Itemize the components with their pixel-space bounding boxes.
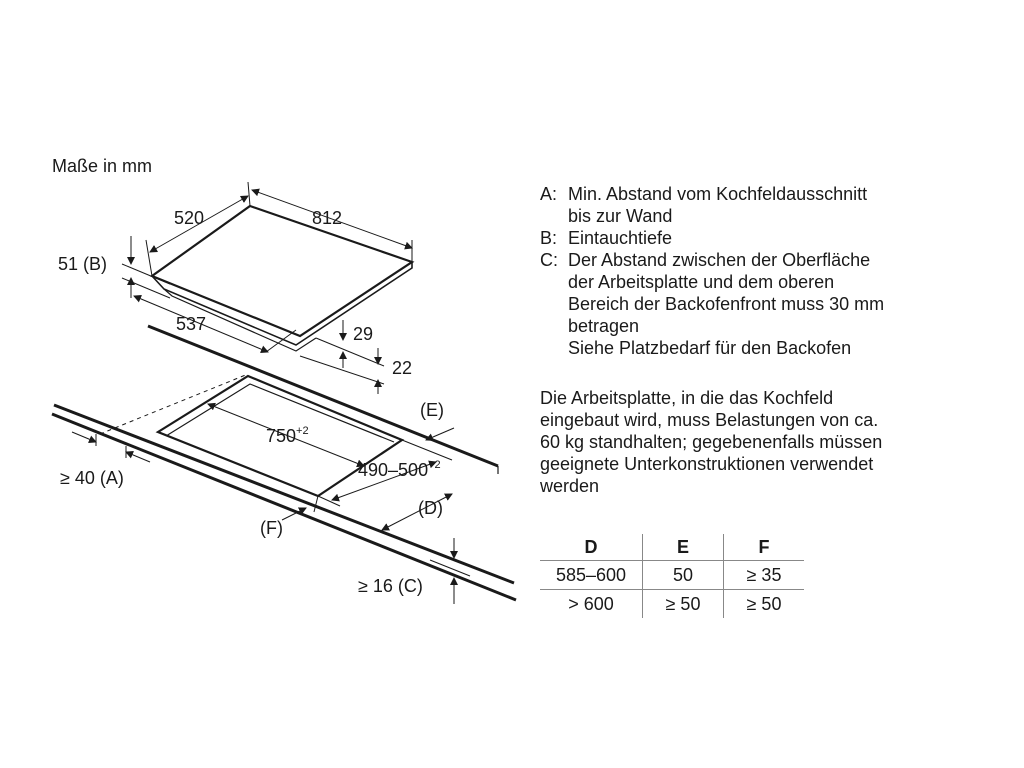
label-22: 22 bbox=[392, 358, 412, 378]
dim-line-a bbox=[71, 431, 151, 463]
legend-text-a-line2: bis zur Wand bbox=[568, 206, 673, 226]
load-note: Die Arbeitsplatte, in die das Kochfeld e… bbox=[540, 387, 882, 497]
label-750: 750+2 bbox=[266, 425, 309, 446]
table-header-e: E bbox=[642, 534, 724, 561]
table-row: > 600 ≥ 50 ≥ 50 bbox=[540, 589, 804, 618]
dim-line-537 bbox=[133, 295, 297, 353]
label-a: ≥ 40 (A) bbox=[60, 468, 124, 488]
legend-text-b-line1: Eintauchtiefe bbox=[568, 228, 673, 248]
note-line-3: 60 kg standhalten; gegebenenfalls müssen bbox=[540, 432, 883, 452]
note-line-1: Die Arbeitsplatte, in die das Kochfeld bbox=[540, 388, 834, 408]
label-51-b: 51 (B) bbox=[58, 254, 107, 274]
legend-key-b: B: bbox=[540, 228, 558, 248]
page-title: Maße in mm bbox=[52, 156, 153, 176]
label-d: (D) bbox=[418, 498, 443, 518]
table-header-row: D E F bbox=[540, 534, 804, 561]
dim-line-490-500 bbox=[317, 439, 453, 507]
label-29: 29 bbox=[353, 324, 373, 344]
legend-text-a-line1: Min. Abstand vom Kochfeldausschnitt bbox=[568, 184, 868, 204]
legend: A: Min. Abstand vom Kochfeldausschnitt b… bbox=[540, 183, 884, 359]
dim-line-51b bbox=[121, 236, 171, 299]
label-f: (F) bbox=[260, 518, 283, 538]
worktop bbox=[51, 324, 517, 602]
dim-line-c bbox=[429, 538, 471, 604]
label-c: ≥ 16 (C) bbox=[358, 576, 423, 596]
label-537: 537 bbox=[176, 314, 206, 334]
table-cell: ≥ 50 bbox=[642, 589, 724, 618]
table-cell: ≥ 35 bbox=[746, 564, 782, 585]
table-cell: ≥ 50 bbox=[746, 593, 782, 614]
dim-line-e bbox=[425, 427, 455, 441]
table-cell: 585–600 bbox=[540, 560, 643, 590]
table-cell: > 600 bbox=[540, 589, 643, 618]
legend-item-c: C: Der Abstand zwischen der Oberfläche d… bbox=[540, 249, 884, 359]
table-cell: 50 bbox=[642, 560, 724, 590]
note-line-5: werden bbox=[540, 476, 600, 496]
label-812: 812 bbox=[312, 208, 342, 228]
legend-item-a: A: Min. Abstand vom Kochfeldausschnitt b… bbox=[540, 183, 884, 227]
legend-item-b: B: Eintauchtiefe bbox=[540, 227, 884, 249]
dim-line-812 bbox=[251, 188, 413, 262]
table-row: 585–600 50 ≥ 35 bbox=[540, 560, 804, 590]
legend-key-a: A: bbox=[540, 184, 558, 204]
label-e: (E) bbox=[420, 400, 444, 420]
dim-line-f bbox=[281, 495, 319, 521]
dim-line-520 bbox=[145, 181, 251, 277]
legend-text-c-line2: der Arbeitsplatte und dem oberen bbox=[568, 272, 835, 292]
clearance-table: D E F 585–600 50 ≥ 35 > 600 ≥ 50 ≥ 50 bbox=[540, 534, 804, 618]
legend-text-c-line3: Bereich der Backofenfront muss 30 mm bbox=[568, 294, 885, 314]
dim-line-750 bbox=[207, 402, 365, 468]
legend-text-c-line4: betragen bbox=[568, 316, 640, 336]
dim-line-29-22 bbox=[299, 320, 385, 394]
label-490-500: 490–500+2 bbox=[358, 459, 441, 480]
legend-key-c: C: bbox=[540, 250, 558, 270]
note-line-2: eingebaut wird, muss Belastungen von ca. bbox=[540, 410, 879, 430]
table-header-d: D bbox=[540, 534, 643, 561]
table-header-f: F bbox=[758, 536, 770, 557]
note-line-4: geeignete Unterkonstruktionen verwendet bbox=[540, 454, 874, 474]
dim-line-d bbox=[381, 493, 453, 531]
legend-text-c-line5: Siehe Platzbedarf für den Backofen bbox=[568, 338, 852, 358]
label-520: 520 bbox=[174, 208, 204, 228]
legend-text-c-line1: Der Abstand zwischen der Oberfläche bbox=[568, 250, 871, 270]
